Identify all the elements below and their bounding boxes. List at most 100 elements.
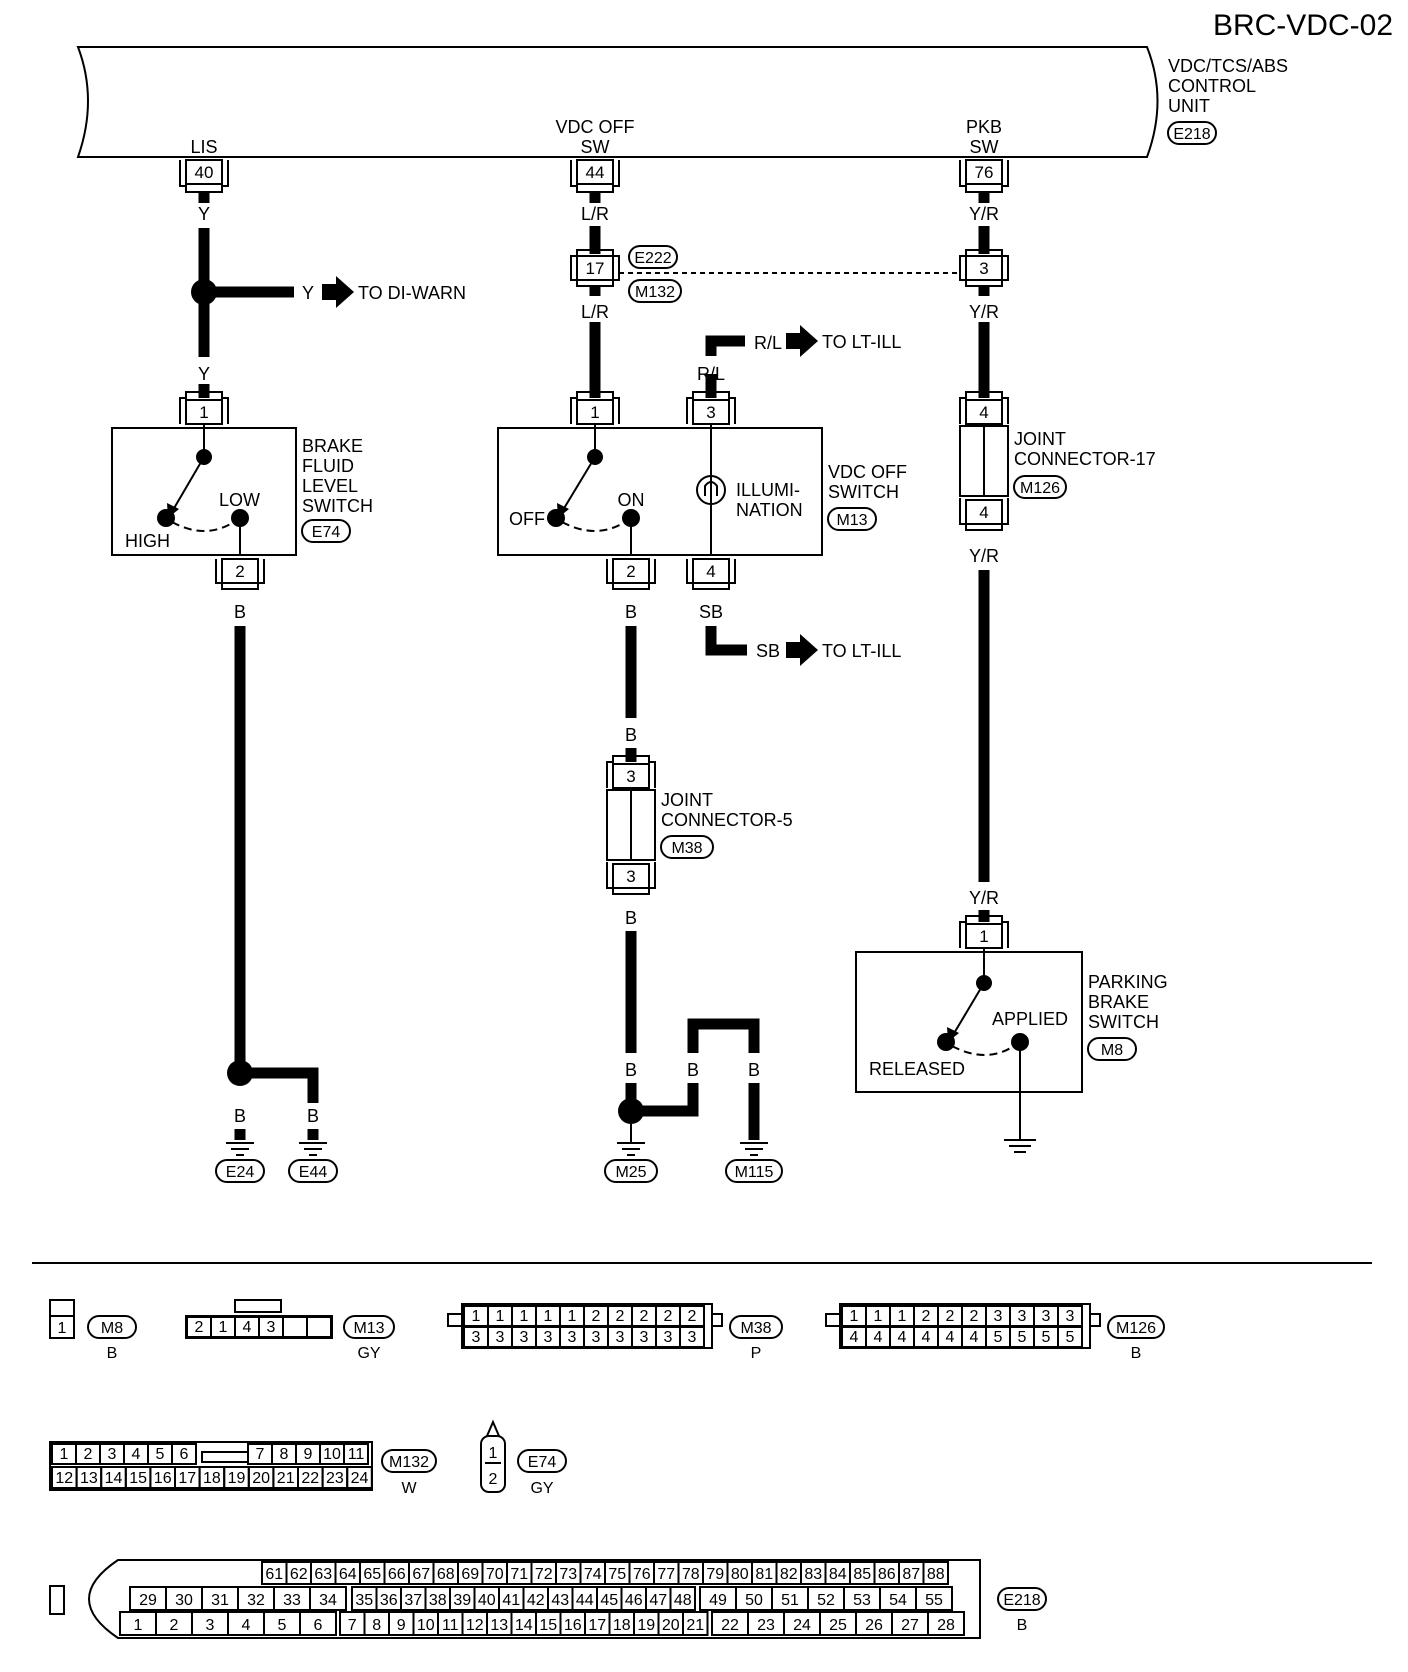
connector-pin-number: 15 bbox=[539, 1617, 557, 1634]
connector-pin-number: 5 bbox=[1042, 1329, 1051, 1346]
connector-pin-cell bbox=[922, 1561, 949, 1585]
branch-lt-ill-top-arrow bbox=[786, 325, 818, 357]
connector-pin-number: 37 bbox=[404, 1592, 422, 1609]
connector-pin-number: 21 bbox=[686, 1617, 704, 1634]
terminal-pin-76: 76 bbox=[959, 159, 1009, 193]
connector-pin-number: 3 bbox=[592, 1329, 601, 1346]
connector-pin-number: 61 bbox=[265, 1566, 283, 1583]
svg-text:1: 1 bbox=[489, 1445, 498, 1462]
wire-color-y-2: Y bbox=[198, 364, 210, 384]
connector-pin-number: 35 bbox=[355, 1592, 373, 1609]
svg-text:BRAKE: BRAKE bbox=[1088, 992, 1149, 1012]
wire-color-yr-4: Y/R bbox=[969, 888, 999, 908]
parking-brake-released-label: RELEASED bbox=[869, 1059, 965, 1079]
connector-pin-number: 20 bbox=[252, 1470, 270, 1487]
connector-pin-number: 8 bbox=[280, 1446, 289, 1463]
connector-pin-number: 4 bbox=[922, 1329, 931, 1346]
wire-color-lr-2: L/R bbox=[581, 302, 609, 322]
svg-text:BRAKE: BRAKE bbox=[302, 436, 363, 456]
connector-view-m38-id: M38 bbox=[740, 1320, 771, 1337]
branch-lt-ill-top-color: R/L bbox=[754, 333, 782, 353]
ground-id-m115: M115 bbox=[735, 1164, 774, 1181]
branch-lt-ill-bottom-text: TO LT-ILL bbox=[822, 641, 901, 661]
joint-connector-17-id: M126 bbox=[1020, 480, 1060, 497]
ground-badge-e24 bbox=[215, 1159, 265, 1183]
connector-pin-number: 2 bbox=[970, 1308, 979, 1325]
connector-pin-number: 3 bbox=[568, 1329, 577, 1346]
connector-pin-number: 3 bbox=[688, 1329, 697, 1346]
connector-pin-number: 5 bbox=[278, 1617, 287, 1634]
parking-brake-switch bbox=[855, 951, 1083, 1093]
connector-pin-cell bbox=[171, 1443, 197, 1465]
connector-pin-number: 1 bbox=[496, 1308, 505, 1325]
connector-pin-number: 33 bbox=[283, 1592, 301, 1609]
vdc-off-switch bbox=[497, 427, 823, 556]
connector-pin-cell bbox=[282, 1316, 308, 1338]
connector-pin-number: 71 bbox=[510, 1566, 528, 1583]
connector-pin-number: 67 bbox=[412, 1566, 430, 1583]
connector-pin-cell bbox=[679, 1326, 705, 1348]
harness-badge-upper bbox=[628, 245, 678, 269]
joint-connector-5-id: M38 bbox=[671, 840, 702, 857]
connector-view-m13-badge bbox=[343, 1315, 395, 1339]
connector-pin-number: 23 bbox=[326, 1470, 344, 1487]
svg-text:3: 3 bbox=[626, 767, 635, 786]
connector-pin-number: 51 bbox=[781, 1592, 799, 1609]
connector-pin-number: 14 bbox=[515, 1617, 533, 1634]
brake-fluid-float-path bbox=[171, 521, 235, 532]
svg-text:2: 2 bbox=[626, 562, 635, 581]
connector-pin-number: 2 bbox=[688, 1308, 697, 1325]
svg-text:4: 4 bbox=[706, 562, 715, 581]
connector-view-m126-color: B bbox=[1131, 1345, 1142, 1362]
brake-fluid-high-contact bbox=[157, 509, 175, 527]
connector-pin-cell bbox=[346, 1466, 373, 1489]
connector-pin-number: 3 bbox=[1042, 1308, 1051, 1325]
brake-fluid-connector-badge bbox=[301, 519, 351, 543]
connector-pin-number: 31 bbox=[211, 1592, 229, 1609]
ground-symbol-e24 bbox=[226, 1142, 254, 1156]
connector-pin-number: 69 bbox=[461, 1566, 479, 1583]
joint-connector-17-badge bbox=[1013, 475, 1067, 499]
connector-pin-number: 1 bbox=[898, 1308, 907, 1325]
connector-pin-number: 75 bbox=[608, 1566, 626, 1583]
svg-text:SWITCH: SWITCH bbox=[302, 496, 373, 516]
wire-color-lr-1: L/R bbox=[581, 204, 609, 224]
connector-pin-cell bbox=[927, 1611, 965, 1636]
svg-text:CONNECTOR-17: CONNECTOR-17 bbox=[1014, 449, 1156, 469]
parking-brake-switch-label: PARKING BRAKE SWITCH bbox=[1088, 972, 1168, 1032]
ground-symbol-parking-brake bbox=[1004, 1139, 1036, 1153]
connector-pin-number: 42 bbox=[527, 1592, 545, 1609]
parking-brake-connector-id: M8 bbox=[1101, 1042, 1123, 1059]
connector-pin-number: 50 bbox=[745, 1592, 763, 1609]
connector-view-m8-badge bbox=[87, 1315, 137, 1339]
connector-view-e218 bbox=[49, 1559, 981, 1639]
connector-pin-number: 78 bbox=[682, 1566, 700, 1583]
connector-pin-number: 24 bbox=[351, 1470, 369, 1487]
wire-rl-branch bbox=[705, 335, 745, 356]
svg-text:4: 4 bbox=[979, 503, 988, 522]
connector-pin-number: 39 bbox=[453, 1592, 471, 1609]
connector-pin-number: 4 bbox=[898, 1329, 907, 1346]
connector-pin-cell bbox=[299, 1611, 337, 1636]
svg-text:1: 1 bbox=[590, 403, 599, 422]
parking-brake-contact-arm bbox=[952, 982, 985, 1036]
connector-pin-number: 77 bbox=[657, 1566, 675, 1583]
connector-pin-number: 1 bbox=[472, 1308, 481, 1325]
connector-pin-number: 4 bbox=[946, 1329, 955, 1346]
joint-connector-5-badge bbox=[660, 835, 714, 859]
ground-id-e24: E24 bbox=[226, 1164, 255, 1181]
connector-pin-number: 48 bbox=[674, 1592, 692, 1609]
connector-view-m126-id: M126 bbox=[1116, 1320, 1156, 1337]
connector-pin-number: 1 bbox=[850, 1308, 859, 1325]
wire-color-b-2: B bbox=[234, 1106, 246, 1126]
connector-pin-number: 74 bbox=[584, 1566, 602, 1583]
connector-view-m13-id: M13 bbox=[353, 1320, 384, 1337]
connector-pin-number: 88 bbox=[927, 1566, 945, 1583]
connector-pin-number: 3 bbox=[1066, 1308, 1075, 1325]
svg-text:SWITCH: SWITCH bbox=[828, 482, 899, 502]
connector-view-m132-color: W bbox=[401, 1480, 417, 1497]
connector-pin-number: 5 bbox=[1066, 1329, 1075, 1346]
connector-pin-number: 70 bbox=[486, 1566, 504, 1583]
